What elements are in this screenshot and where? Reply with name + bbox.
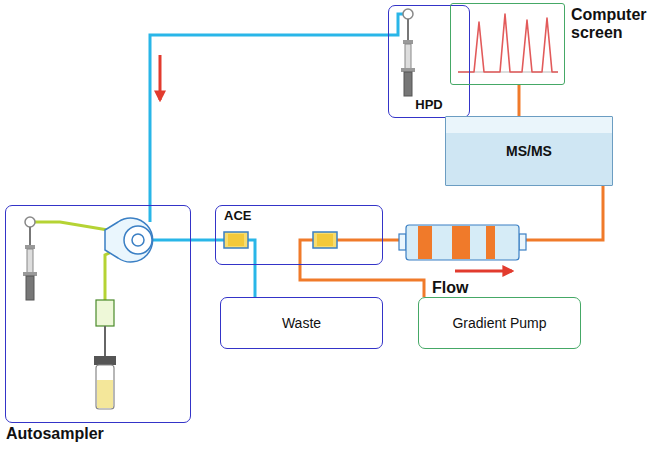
- ace-cartridges: [215, 232, 383, 265]
- flow-arrow: [159, 55, 162, 100]
- node-label: Autosampler: [6, 425, 104, 443]
- waste-box: Waste: [220, 297, 383, 349]
- detector-box: MS/MS: [445, 116, 613, 186]
- node-label: Computer screen: [571, 6, 653, 43]
- node-label: MS/MS: [506, 143, 552, 159]
- screen-box: Computer screen: [450, 3, 565, 85]
- pump-box: HPD: [388, 5, 470, 118]
- tubing-line: [191, 239, 215, 242]
- hpd-syringe: [388, 9, 415, 96]
- node-label: HPD: [415, 98, 442, 113]
- tubing-line: [300, 265, 424, 297]
- node-label: ACE: [224, 209, 251, 224]
- tubing-line: [518, 85, 521, 116]
- autosampler-parts: [23, 205, 191, 409]
- chromatogram: [458, 14, 558, 72]
- tubing-line: [254, 265, 257, 297]
- pump-box: Gradient Pump: [418, 297, 581, 349]
- node-label: Gradient Pump: [452, 315, 546, 331]
- node-label: Waste: [282, 315, 321, 331]
- tubing-line: [150, 35, 388, 205]
- cartridge-box: ACE: [215, 205, 383, 265]
- flow-label: Flow: [432, 279, 468, 297]
- flow-arrow: [455, 270, 512, 273]
- lc-column: [399, 225, 526, 260]
- autosampler-box: Autosampler: [5, 205, 191, 423]
